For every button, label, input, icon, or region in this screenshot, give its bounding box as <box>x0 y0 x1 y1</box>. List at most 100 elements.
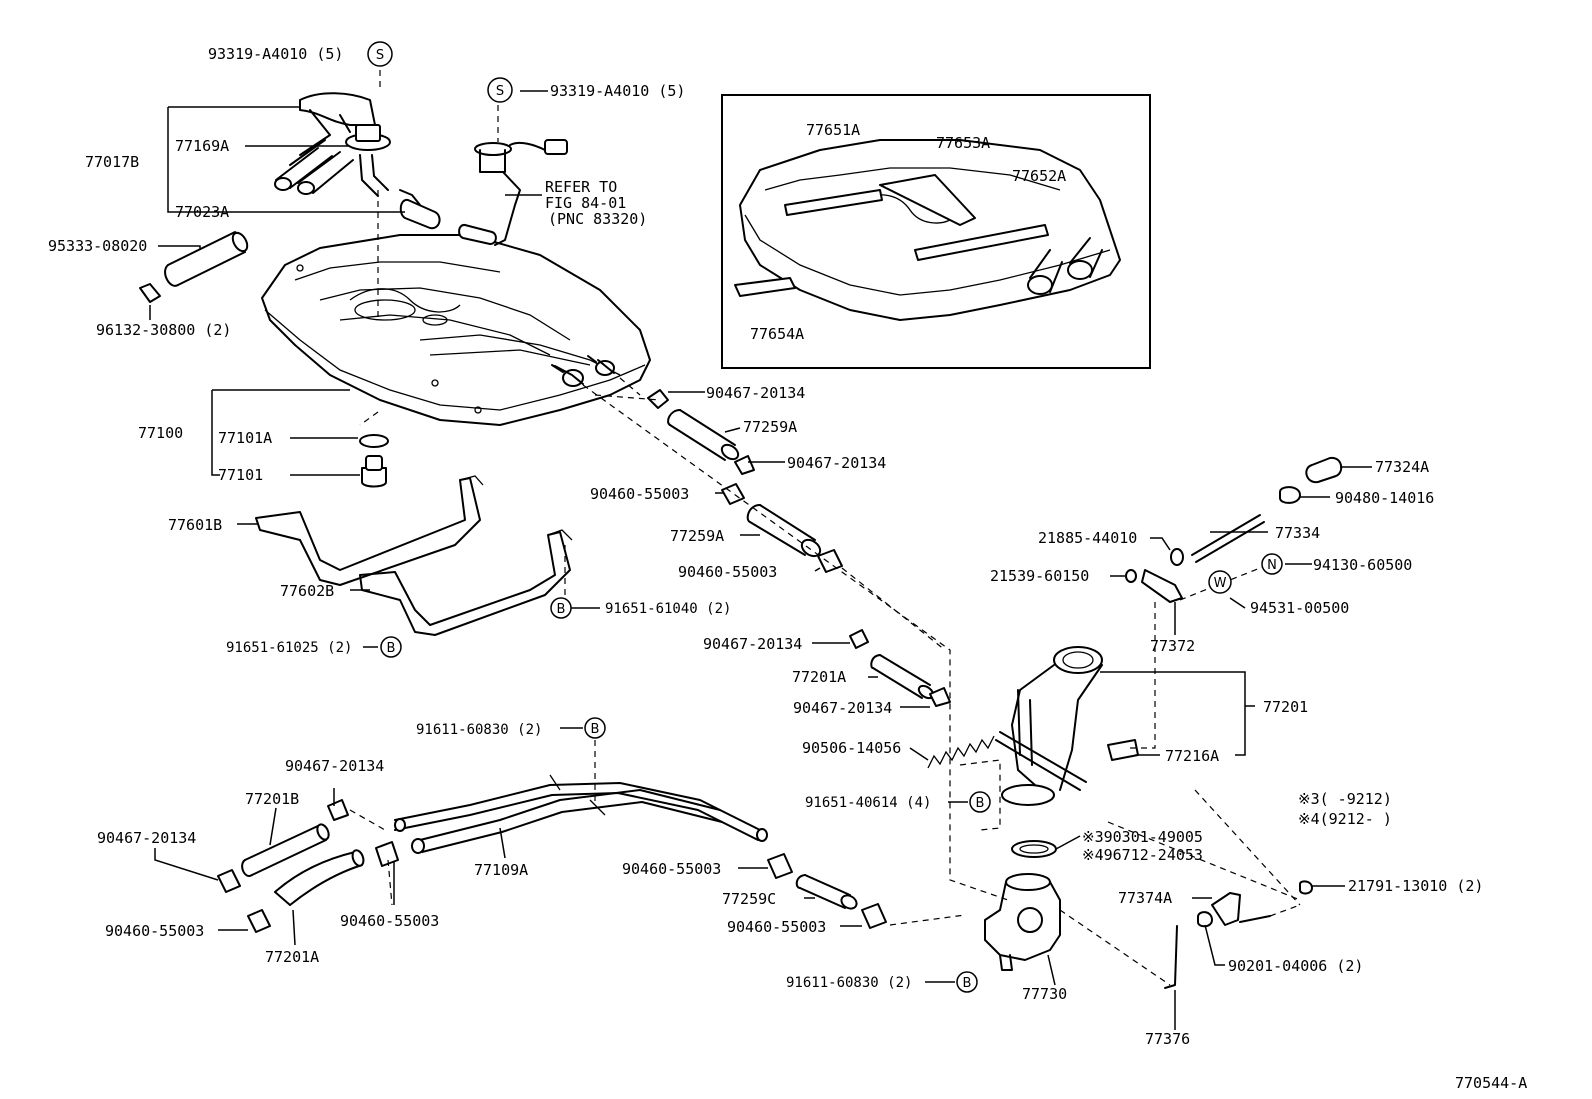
label-90467-e: 90467-20134 <box>285 757 384 775</box>
label-90460-a: 90460-55003 <box>590 485 689 503</box>
label-77652A: 77652A <box>1012 167 1066 185</box>
tube-77334 <box>1191 514 1265 563</box>
clip-21539 <box>1125 569 1137 583</box>
gasket-77101A <box>359 434 389 448</box>
label-96712: ※496712-24053 <box>1082 846 1203 864</box>
clip-21885 <box>1170 548 1184 566</box>
label-77651A: 77651A <box>806 121 860 139</box>
dashed-guides <box>349 70 1301 986</box>
badge-s-mid: S <box>487 77 513 103</box>
clamp-90460-f <box>247 909 271 933</box>
label-90201: 90201-04006 (2) <box>1228 957 1363 975</box>
label-77334: 77334 <box>1275 524 1320 542</box>
fuel-pump-assembly <box>458 139 568 246</box>
clamp-90460-c <box>767 853 793 879</box>
label-90480: 90480-14016 <box>1335 489 1434 507</box>
label-90467-f: 90467-20134 <box>97 829 196 847</box>
label-77601B: 77601B <box>168 516 222 534</box>
badge-n: N <box>1261 553 1283 575</box>
label-91651-61025: 91651-61025 (2) <box>226 640 352 656</box>
filler-neck-77201 <box>995 646 1139 806</box>
label-77101A: 77101A <box>218 429 272 447</box>
label-90467-a: 90467-20134 <box>706 384 805 402</box>
svg-text:S: S <box>496 84 504 99</box>
part-labels: 93319-A4010 (5) 93319-A4010 (5) 77017B 7… <box>48 45 1527 1092</box>
cap-77324A <box>1305 456 1343 484</box>
label-90460-f: 90460-55003 <box>105 922 204 940</box>
label-77101: 77101 <box>218 466 263 484</box>
label-91651-61040: 91651-61040 (2) <box>605 601 731 617</box>
label-refer-3: (PNC 83320) <box>548 210 647 228</box>
inset-tank-illustration <box>734 139 1121 321</box>
label-93319-mid: 93319-A4010 (5) <box>550 82 685 100</box>
hose-77259C <box>795 874 858 910</box>
tank-band-77602B <box>359 529 573 636</box>
label-96132: 96132-30800 (2) <box>96 321 231 339</box>
label-90467-c: 90467-20134 <box>703 635 802 653</box>
svg-text:W: W <box>1214 576 1227 591</box>
label-refer-2: FIG 84-01 <box>545 194 626 212</box>
badge-b-91651-61025: B <box>380 636 402 658</box>
label-90460-e: 90460-55003 <box>727 918 826 936</box>
clamp-90467-d <box>929 687 951 707</box>
check-valve-77730 <box>984 873 1061 971</box>
badge-b-91651-40614: B <box>969 791 991 813</box>
label-91611-top: 91611-60830 (2) <box>416 722 542 738</box>
label-refer-1: REFER TO <box>545 178 617 196</box>
label-77654A: 77654A <box>750 325 804 343</box>
leader-lines <box>149 90 1372 1030</box>
drain-plug-77101 <box>361 455 387 488</box>
label-90460-b: 90460-55003 <box>678 563 777 581</box>
hose-95333 <box>167 231 246 286</box>
hose-77259A-a <box>667 409 740 461</box>
label-21885: 21885-44010 <box>1038 529 1137 547</box>
label-77372: 77372 <box>1150 637 1195 655</box>
label-77201B: 77201B <box>245 790 299 808</box>
label-77602B: 77602B <box>280 582 334 600</box>
svg-text:S: S <box>376 48 384 63</box>
label-94531: 94531-00500 <box>1250 599 1349 617</box>
spring-90506 <box>927 735 995 769</box>
label-95333: 95333-08020 <box>48 237 147 255</box>
label-77324A: 77324A <box>1375 458 1429 476</box>
clamp-90467-e <box>327 799 349 821</box>
hose-77201B <box>241 823 330 877</box>
label-21791: 21791-13010 (2) <box>1348 877 1483 895</box>
label-77109A: 77109A <box>474 861 528 879</box>
label-90467-d: 90467-20134 <box>793 699 892 717</box>
fuel-tank-illustration <box>261 234 651 426</box>
hose-77201A-b <box>274 849 365 906</box>
label-77376: 77376 <box>1145 1030 1190 1048</box>
badge-s-top: S <box>367 41 393 67</box>
label-77259A-b: 77259A <box>670 527 724 545</box>
label-77023A: 77023A <box>175 203 229 221</box>
label-91611-bot: 91611-60830 (2) <box>786 975 912 991</box>
bolt-90201 <box>1197 911 1213 928</box>
svg-text:N: N <box>1267 558 1277 573</box>
svg-text:B: B <box>387 641 396 656</box>
bracket-77374A <box>1211 892 1241 926</box>
label-77259C: 77259C <box>722 890 776 908</box>
label-note-3: ※3( -9212) <box>1298 790 1392 808</box>
label-21539: 21539-60150 <box>990 567 1089 585</box>
label-77653A: 77653A <box>936 134 990 152</box>
clamp-90460-b <box>817 549 843 573</box>
label-77730: 77730 <box>1022 985 1067 1003</box>
label-90460-d: 90460-55003 <box>340 912 439 930</box>
hose-77201A-a <box>870 654 935 700</box>
bolt-21791 <box>1299 880 1313 895</box>
badge-b-91651-61040: B <box>550 597 572 619</box>
figure-number: 770544-A <box>1455 1074 1527 1092</box>
label-77201A-a: 77201A <box>792 668 846 686</box>
label-note-4: ※4(9212- ) <box>1298 810 1392 828</box>
label-90460-c: 90460-55003 <box>622 860 721 878</box>
label-77374A: 77374A <box>1118 889 1172 907</box>
label-77169A: 77169A <box>175 137 229 155</box>
label-94130: 94130-60500 <box>1313 556 1412 574</box>
fuel-sender-assembly <box>274 92 421 206</box>
label-77017B: 77017B <box>85 153 139 171</box>
label-90301: ※390301-49005 <box>1082 828 1203 846</box>
label-90467-b: 90467-20134 <box>787 454 886 472</box>
fuel-filter-77023A <box>399 198 441 230</box>
